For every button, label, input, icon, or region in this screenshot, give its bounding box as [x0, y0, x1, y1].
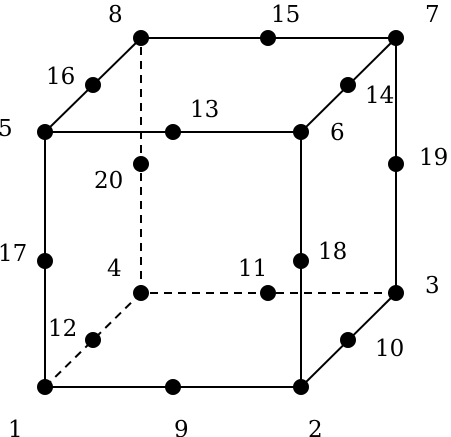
node-label-13: 13 — [190, 97, 219, 123]
node-15 — [260, 30, 276, 46]
node-label-9: 9 — [174, 417, 189, 437]
nodes — [37, 30, 404, 395]
node-18 — [293, 253, 309, 269]
node-label-11: 11 — [238, 256, 267, 282]
node-label-19: 19 — [419, 145, 448, 171]
node-label-1: 1 — [8, 417, 23, 437]
node-label-2: 2 — [308, 417, 323, 437]
node-19 — [388, 156, 404, 172]
node-label-7: 7 — [425, 2, 440, 28]
node-label-6: 6 — [330, 120, 345, 146]
node-20 — [133, 156, 149, 172]
node-14 — [340, 77, 356, 93]
node-16 — [85, 77, 101, 93]
node-1 — [37, 379, 53, 395]
node-label-14: 14 — [365, 83, 394, 109]
node-6 — [293, 124, 309, 140]
node-label-4: 4 — [107, 256, 122, 282]
node-3 — [388, 285, 404, 301]
node-12 — [85, 332, 101, 348]
node-label-10: 10 — [375, 336, 404, 362]
node-2 — [293, 379, 309, 395]
node-13 — [165, 124, 181, 140]
node-10 — [340, 332, 356, 348]
node-11 — [260, 285, 276, 301]
node-7 — [388, 30, 404, 46]
node-5 — [37, 124, 53, 140]
node-label-5: 5 — [0, 116, 13, 142]
node-label-17: 17 — [0, 241, 27, 267]
node-label-3: 3 — [425, 273, 440, 299]
node-4 — [133, 285, 149, 301]
node-label-8: 8 — [108, 2, 123, 28]
node-label-16: 16 — [46, 64, 75, 90]
node-label-18: 18 — [318, 239, 347, 265]
node-8 — [133, 30, 149, 46]
node-9 — [165, 379, 181, 395]
node-label-15: 15 — [271, 2, 300, 28]
node-label-12: 12 — [48, 316, 77, 342]
node-label-20: 20 — [94, 168, 123, 194]
node-17 — [37, 253, 53, 269]
